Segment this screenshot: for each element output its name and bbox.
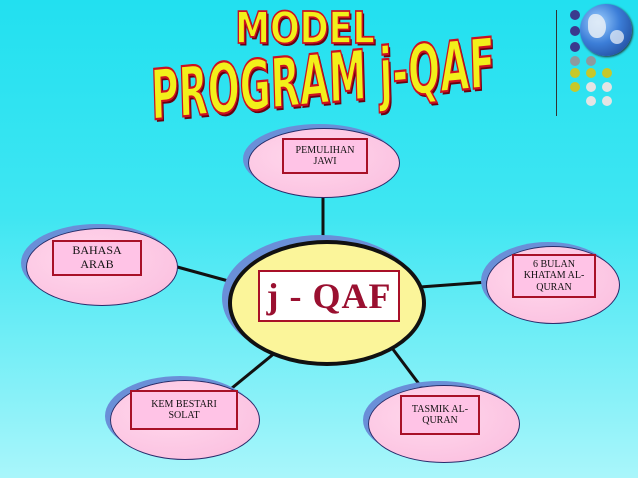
node-bahasa-arab [26,228,178,306]
title-line-1: MODEL [234,2,375,54]
decor-dot [602,96,612,106]
center-label: j - QAF [258,270,400,322]
decor-dot [570,56,580,66]
decor-dot [586,96,596,106]
divider-line [556,10,557,116]
label-khatam-quran: 6 BULAN KHATAM AL-QURAN [512,254,596,298]
connector-kem-bestari-solat [231,350,277,390]
label-bahasa-arab: BAHASA ARAB [52,240,142,276]
label-tasmik-quran: TASMIK AL-QURAN [400,395,480,435]
decor-dot [586,82,596,92]
decor-dot [602,68,612,78]
connector-khatam-quran [419,280,489,289]
decor-dot [570,10,580,20]
decor-dot [586,56,596,66]
decor-dot [570,26,580,36]
decor-dot [570,42,580,52]
label-kem-bestari-solat: KEM BESTARI SOLAT [130,390,238,430]
connector-bahasa-arab [169,263,233,284]
label-pemulihan-jawi: PEMULIHAN JAWI [282,138,368,174]
decor-dot [602,82,612,92]
globe-icon [580,4,632,56]
decor-dot [570,82,580,92]
decor-dot [586,68,596,78]
connector-tasmik-quran [390,347,424,389]
decor-dot [570,68,580,78]
